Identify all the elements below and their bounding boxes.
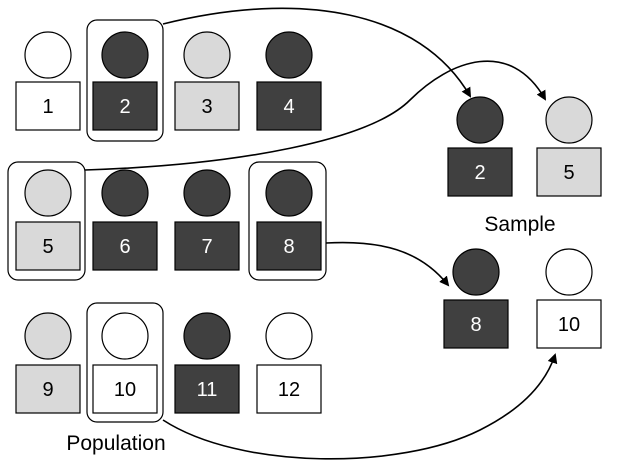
population-person-body: [174, 81, 240, 131]
sample-person-label: 10: [558, 314, 580, 336]
population-person-head: [101, 31, 149, 79]
arrow-10-to-sample: [162, 353, 558, 460]
sample-person-head: [545, 248, 593, 296]
sample-person-head: [456, 96, 504, 144]
arrow-8-to-sample: [325, 241, 450, 287]
sample-person-body: [536, 299, 602, 349]
population-person-9: 9: [15, 312, 81, 414]
population-person-label: 7: [201, 236, 212, 258]
population-person-body: [92, 81, 158, 131]
sample-person-2: 2: [447, 96, 513, 197]
population-person-body: [15, 364, 81, 414]
population-person-head: [265, 31, 313, 79]
population-person-6: 6: [92, 169, 158, 271]
population-person-body: [256, 221, 322, 271]
sample-person-body: [447, 147, 513, 197]
population-person-head: [101, 169, 149, 217]
sample-caption: Sample: [484, 213, 555, 236]
selection-boxes: [7, 19, 327, 423]
population-person-label: 10: [114, 379, 136, 401]
population-caption: Population: [66, 432, 165, 455]
population-person-3: 3: [174, 31, 240, 131]
population-person-head: [24, 312, 72, 360]
population-person-label: 1: [42, 96, 53, 118]
sampling-arrows: [84, 7, 558, 460]
population-person-body: [92, 221, 158, 271]
population-person-label: 3: [201, 96, 212, 118]
sample-person-label: 8: [470, 314, 481, 336]
population-person-5: 5: [15, 169, 81, 271]
population-person-body: [92, 364, 158, 414]
population-person-10: 10: [92, 312, 158, 414]
population-person-label: 11: [197, 379, 218, 401]
population-person-label: 8: [283, 236, 294, 258]
selection-box-5: [7, 161, 86, 281]
population-person-body: [174, 221, 240, 271]
population-person-head: [183, 169, 231, 217]
population-person-head: [265, 312, 313, 360]
arrow-5-to-sample: [84, 60, 546, 171]
population-person-head: [265, 169, 313, 217]
population-person-head: [183, 31, 231, 79]
population-person-label: 2: [119, 96, 130, 118]
sample-person-8: 8: [443, 248, 509, 349]
population-person-label: 4: [283, 96, 294, 118]
population-person-4: 4: [256, 31, 322, 131]
population-person-11: 11: [174, 312, 240, 414]
population-person-body: [256, 364, 322, 414]
selection-box-2: [86, 19, 164, 142]
sample-person-10: 10: [536, 248, 602, 349]
arrow-2-to-sample: [162, 7, 472, 98]
sample-person-label: 5: [563, 162, 574, 184]
sample-person-body: [536, 147, 602, 197]
population-person-head: [183, 312, 231, 360]
population-person-head: [24, 31, 72, 79]
sample-person-body: [443, 299, 509, 349]
population-person-head: [24, 169, 72, 217]
population-person-12: 12: [256, 312, 322, 414]
population-person-label: 9: [42, 379, 53, 401]
population-person-body: [15, 81, 81, 131]
sample-person-5: 5: [536, 96, 602, 197]
population-person-7: 7: [174, 169, 240, 271]
sample-person-label: 2: [474, 162, 485, 184]
population-person-8: 8: [256, 169, 322, 271]
population-person-label: 12: [278, 379, 300, 401]
population-person-body: [174, 364, 240, 414]
sample-person-head: [452, 248, 500, 296]
population-person-label: 6: [119, 236, 130, 258]
population-person-1: 1: [15, 31, 81, 131]
population-person-body: [15, 221, 81, 271]
selection-box-8: [248, 161, 327, 281]
population-person-2: 2: [92, 31, 158, 131]
population-person-head: [101, 312, 149, 360]
population-person-body: [256, 81, 322, 131]
sample-person-head: [545, 96, 593, 144]
selection-box-10: [86, 302, 164, 423]
population-person-label: 5: [42, 236, 53, 258]
